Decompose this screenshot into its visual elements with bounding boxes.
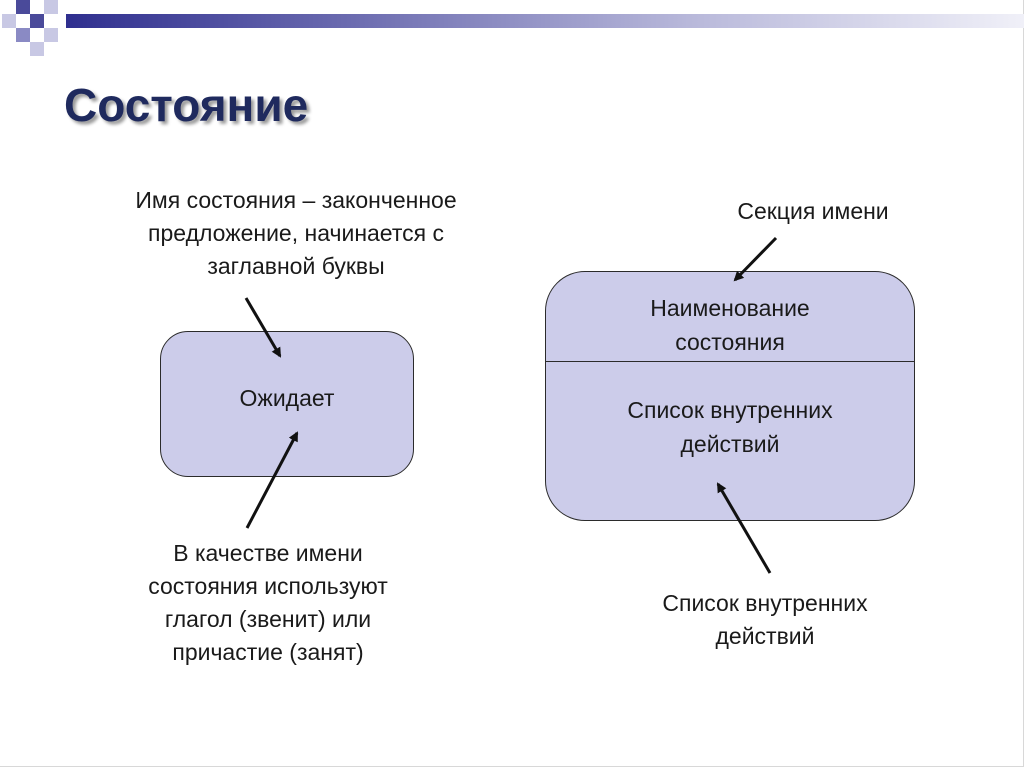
verb-rule-line-1: В качестве имени [173, 540, 363, 566]
header-square-1 [16, 0, 30, 14]
header-bar [66, 14, 1024, 28]
verb-rule-note: В качестве имени состояния используют гл… [120, 537, 416, 669]
state-name-line-2: состояния [675, 329, 785, 355]
header-square-7 [30, 42, 44, 56]
verb-rule-line-2: состояния используют [148, 573, 388, 599]
actions-section-note: Список внутренних действий [630, 587, 900, 653]
header-square-2 [44, 0, 58, 14]
header-square-3 [2, 14, 16, 28]
state-name-section: Наименование состояния [546, 291, 914, 359]
name-rule-line-3: заглавной буквы [207, 253, 385, 279]
compound-state-box: Наименование состояния Список внутренних… [545, 271, 915, 521]
name-section-label: Секция имени [737, 198, 889, 224]
actions-note-line-2: действий [715, 623, 815, 649]
name-rule-line-1: Имя состояния – законченное [135, 187, 457, 213]
internal-actions-line-1: Список внутренних [627, 397, 833, 423]
simple-state-label: Ожидает [239, 385, 335, 411]
header-square-5 [16, 28, 30, 42]
verb-rule-line-4: причастие (занят) [172, 639, 364, 665]
actions-note-line-1: Список внутренних [662, 590, 868, 616]
header-square-4 [30, 14, 44, 28]
state-name-line-1: Наименование [650, 295, 810, 321]
name-section-note: Секция имени [700, 195, 926, 228]
section-divider [546, 361, 914, 362]
internal-actions-line-2: действий [680, 431, 780, 457]
slide-title: Состояние [64, 79, 309, 131]
name-rule-line-2: предложение, начинается с [148, 220, 444, 246]
simple-state-box: Ожидает [160, 331, 414, 477]
name-rule-note: Имя состояния – законченное предложение,… [97, 184, 495, 283]
verb-rule-line-3: глагол (звенит) или [164, 606, 372, 632]
header-square-6 [44, 28, 58, 42]
internal-actions-section: Список внутренних действий [546, 393, 914, 461]
